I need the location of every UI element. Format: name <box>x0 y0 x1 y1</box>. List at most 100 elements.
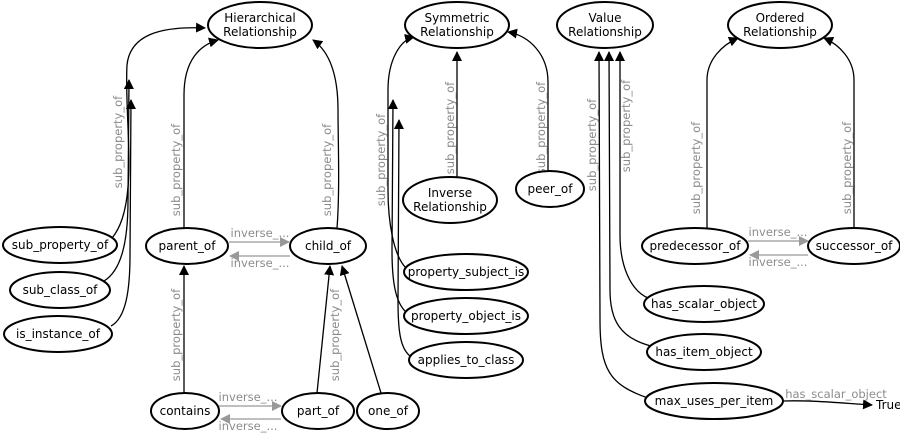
node-ellipse <box>403 253 529 291</box>
node-label: contains <box>160 404 211 418</box>
node-applies-to-class: applies_to_class <box>408 341 524 379</box>
node-peer-of: peer_of <box>515 170 585 208</box>
edge-child-of-to-parent-of: inverse_... <box>229 251 290 270</box>
edge-predecessor-of-to-ordered: sub_property_of <box>689 37 739 228</box>
edge-label: inverse_... <box>219 390 278 404</box>
edge-parent-of-to-hierarchical: sub_property_of <box>169 37 219 228</box>
edge-property-subject-is-to-symmetric: sub_property_of <box>374 34 415 269</box>
node-child-of: child_of <box>289 227 367 265</box>
node-ellipse <box>403 297 529 335</box>
edge-label: sub_property_of <box>840 121 854 214</box>
node-ellipse <box>404 1 510 49</box>
node-label: has_item_object <box>655 345 753 359</box>
node-part-of: part_of <box>281 392 355 430</box>
edge-sub-property-of-to-hierarchical: sub_property_of <box>111 22 206 239</box>
node-label: Value <box>589 11 622 25</box>
edge-line <box>782 399 873 410</box>
node-label: one_of <box>368 404 409 418</box>
edge-label: sub_property_of <box>689 121 703 214</box>
node-ellipse <box>150 392 220 430</box>
edge-label: sub_property_of <box>585 98 599 191</box>
edge-label: sub_property_of <box>169 288 183 381</box>
edge-label: sub_property_of <box>619 79 633 172</box>
node-label: parent_of <box>159 239 217 253</box>
edge-successor-of-to-ordered: sub_property_of <box>823 37 855 228</box>
node-label: part_of <box>297 404 340 418</box>
node-ellipse <box>641 227 749 265</box>
node-contains: contains <box>150 392 220 430</box>
edge-label: inverse_... <box>231 226 290 240</box>
node-property-subject-is: property_subject_is <box>403 253 529 291</box>
edge-line <box>111 22 206 239</box>
edge-label: sub_property_of <box>534 81 548 174</box>
node-label: sub_property_of <box>12 238 109 252</box>
edge-max-uses-per-item-to-true-literal: has_scalar_object <box>782 387 887 410</box>
edge-has-scalar-object-to-value: sub_property_of <box>615 51 649 299</box>
node-ellipse <box>3 315 113 353</box>
edge-part-of-to-child-of: sub_property_of <box>316 265 342 394</box>
edge-label: sub_property_of <box>111 95 125 188</box>
node-label: peer_of <box>528 182 574 196</box>
node-ellipse <box>145 227 229 265</box>
edge-line <box>312 39 340 229</box>
edge-label: sub_property_of <box>443 81 457 174</box>
edge-label: inverse_... <box>749 255 808 269</box>
edge-line <box>339 265 382 394</box>
node-label: max_uses_per_item <box>655 394 774 408</box>
node-ellipse <box>408 341 524 379</box>
node-has-item-object: has_item_object <box>646 333 762 371</box>
node-label: predecessor_of <box>650 239 742 253</box>
edge-property-object-is-to-symmetric <box>387 99 407 313</box>
node-label: is_instance_of <box>16 327 101 341</box>
node-label: Ordered <box>756 11 805 25</box>
edge-max-uses-per-item-to-value: sub_property_of <box>585 51 649 399</box>
edge-part-of-to-contains: inverse_... <box>219 414 281 433</box>
node-label: Hierarchical <box>224 11 296 25</box>
node-ellipse <box>9 271 111 309</box>
node-label: Relationship <box>413 200 487 214</box>
node-label: property_subject_is <box>408 265 524 279</box>
edge-applies-to-class-to-symmetric <box>393 119 411 357</box>
node-ellipse <box>289 227 367 265</box>
node-ellipse <box>2 226 118 264</box>
node-ellipse <box>643 285 765 323</box>
node-label: Symmetric <box>424 11 489 25</box>
edge-label: sub_property_of <box>169 123 183 216</box>
edge-line <box>387 34 415 269</box>
edge-sub-class-of-to-hierarchical <box>103 79 134 282</box>
edge-line <box>387 99 407 313</box>
node-label: sub_class_of <box>23 283 99 297</box>
edge-label: inverse_... <box>749 225 808 239</box>
edge-line <box>594 51 649 399</box>
edge-contains-to-parent-of: sub_property_of <box>169 265 189 393</box>
node-label: applies_to_class <box>418 353 515 367</box>
node-sub-property-of: sub_property_of <box>2 226 118 264</box>
edge-line <box>316 265 335 394</box>
node-ellipse <box>402 176 498 224</box>
edge-child-of-to-hierarchical: sub_property_of <box>312 39 340 229</box>
node-ellipse <box>727 1 833 49</box>
node-ellipse <box>807 227 900 265</box>
edge-line <box>604 51 652 347</box>
edge-contains-to-part-of: inverse_... <box>219 390 282 411</box>
node-ellipse <box>644 382 784 420</box>
node-ellipse <box>646 333 762 371</box>
edge-line <box>615 51 649 299</box>
edge-line <box>393 119 411 357</box>
edge-parent-of-to-child-of: inverse_... <box>229 226 290 247</box>
node-ellipse <box>356 392 420 430</box>
node-label: Relationship <box>743 25 817 39</box>
literal-true: True <box>875 398 900 412</box>
node-label: Relationship <box>420 25 494 39</box>
edge-label: sub_property_of <box>328 288 342 381</box>
node-parent-of: parent_of <box>145 227 229 265</box>
edge-line <box>706 37 739 228</box>
edge-line <box>507 28 549 171</box>
node-ellipse <box>281 392 355 430</box>
node-ellipse <box>207 1 313 49</box>
